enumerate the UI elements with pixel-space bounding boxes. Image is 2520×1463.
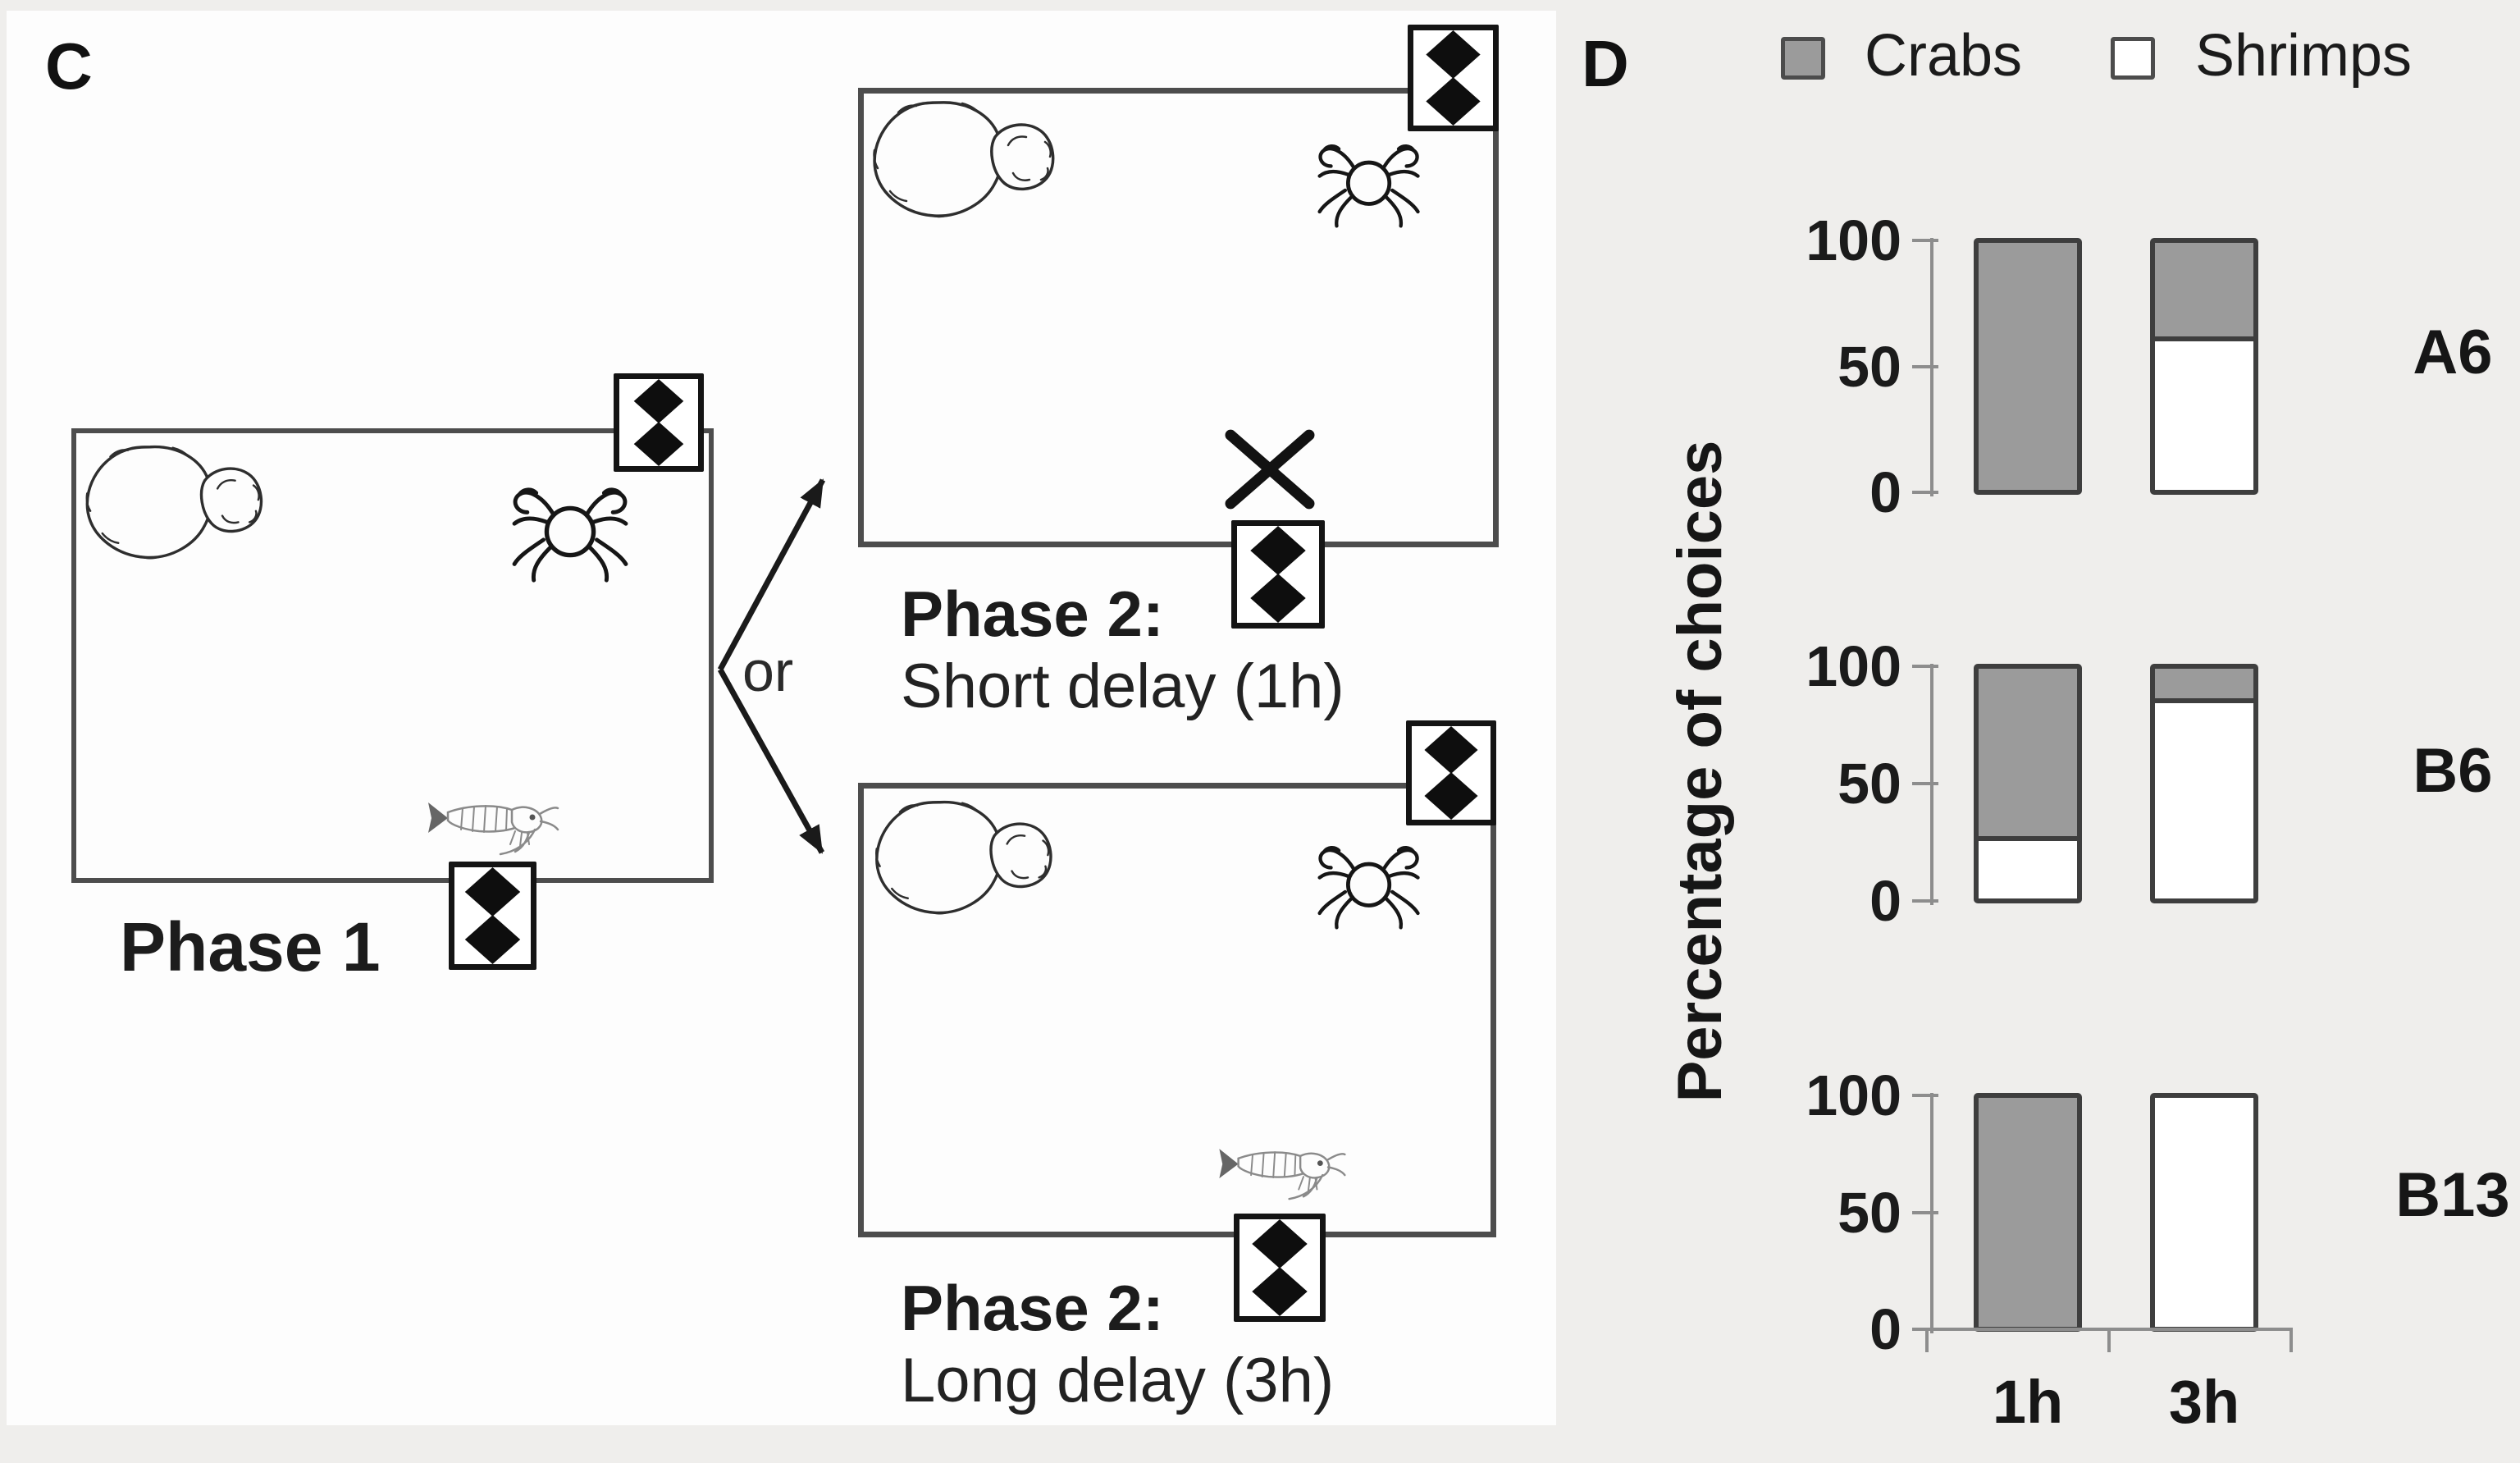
- stacked-bar-3h: [2150, 1093, 2258, 1332]
- shrimp-icon: [1209, 1128, 1349, 1204]
- y-tick-label: 50: [1838, 1180, 1901, 1245]
- x-tick-label: 1h: [1992, 1368, 2064, 1436]
- phase2-long-caption-line1: Phase 2:: [901, 1272, 1164, 1344]
- y-axis-tick: [1912, 899, 1938, 903]
- y-tick-label: 100: [1806, 1063, 1901, 1127]
- y-axis-tick: [1912, 491, 1938, 494]
- bar-segment-crabs: [2155, 243, 2253, 341]
- y-axis-tick: [1912, 364, 1938, 368]
- subject-label: B6: [2413, 736, 2493, 806]
- phase2-long-arena: [858, 783, 1496, 1237]
- diamond-landmark-icon: [1406, 720, 1496, 825]
- y-tick-label: 0: [1869, 1297, 1901, 1361]
- stacked-bar-1h: [1974, 1093, 2082, 1332]
- phase2-short-caption-line2: Short delay (1h): [901, 651, 1344, 721]
- legend-swatch-shrimps: [2111, 37, 2155, 80]
- y-axis-title: Percentage of choices: [1665, 440, 1735, 1103]
- phase1-arena: [71, 428, 714, 883]
- panel-d-label: D: [1582, 27, 1629, 100]
- bar-segment-crabs: [1979, 243, 2077, 490]
- crab-icon: [1307, 134, 1431, 235]
- x-axis-tick: [1925, 1328, 1929, 1352]
- y-tick-label: 100: [1806, 634, 1901, 698]
- y-axis-tick: [1912, 665, 1938, 668]
- stacked-bar-3h: [2150, 238, 2258, 495]
- x-mark-icon: [1224, 428, 1316, 510]
- y-tick-label: 50: [1838, 334, 1901, 399]
- cuttlefish-icon: [78, 439, 271, 567]
- cuttlefish-icon: [865, 94, 1062, 226]
- y-axis-tick: [1912, 1094, 1938, 1097]
- subject-label: A6: [2413, 318, 2493, 387]
- y-tick-label: 0: [1869, 869, 1901, 933]
- y-axis-tick: [1912, 1210, 1938, 1214]
- cuttlefish-icon: [865, 794, 1062, 922]
- y-tick-label: 100: [1806, 208, 1901, 272]
- y-tick-label: 0: [1869, 460, 1901, 524]
- diamond-landmark-icon: [449, 862, 536, 970]
- phase2-short-caption-line1: Phase 2:: [901, 578, 1164, 650]
- diamond-landmark-icon: [1231, 520, 1325, 629]
- phase1-caption: Phase 1: [120, 908, 381, 985]
- legend-swatch-crabs: [1781, 37, 1825, 80]
- x-axis-tick: [2107, 1328, 2111, 1352]
- panel-c-background: [7, 11, 1556, 1425]
- phase2-long-caption-line2: Long delay (3h): [901, 1346, 1335, 1415]
- branch-arrows: [717, 478, 826, 854]
- shrimp-icon: [417, 781, 563, 859]
- phase2-short-arena: [858, 88, 1499, 547]
- diamond-landmark-icon: [1408, 25, 1499, 131]
- y-axis-tick: [1912, 239, 1938, 242]
- diamond-landmark-icon: [1234, 1214, 1326, 1322]
- crab-icon: [499, 480, 642, 587]
- stacked-bar-1h: [1974, 664, 2082, 903]
- panel-c-label: C: [45, 30, 93, 103]
- x-axis-tick: [2289, 1328, 2293, 1352]
- subject-label: B13: [2395, 1160, 2510, 1230]
- legend-label: Crabs: [1865, 23, 2023, 89]
- y-tick-label: 50: [1838, 752, 1901, 816]
- stacked-bar-1h: [1974, 238, 2082, 495]
- or-label: or: [742, 639, 794, 703]
- legend-label: Shrimps: [2195, 23, 2413, 89]
- y-axis-tick: [1912, 782, 1938, 785]
- crab-icon: [1307, 835, 1431, 937]
- x-tick-label: 3h: [2168, 1368, 2240, 1436]
- bar-segment-crabs: [1979, 1098, 2077, 1327]
- bar-segment-crabs: [2155, 669, 2253, 703]
- stacked-bar-3h: [2150, 664, 2258, 903]
- bar-segment-crabs: [1979, 669, 2077, 841]
- diamond-landmark-icon: [614, 373, 704, 472]
